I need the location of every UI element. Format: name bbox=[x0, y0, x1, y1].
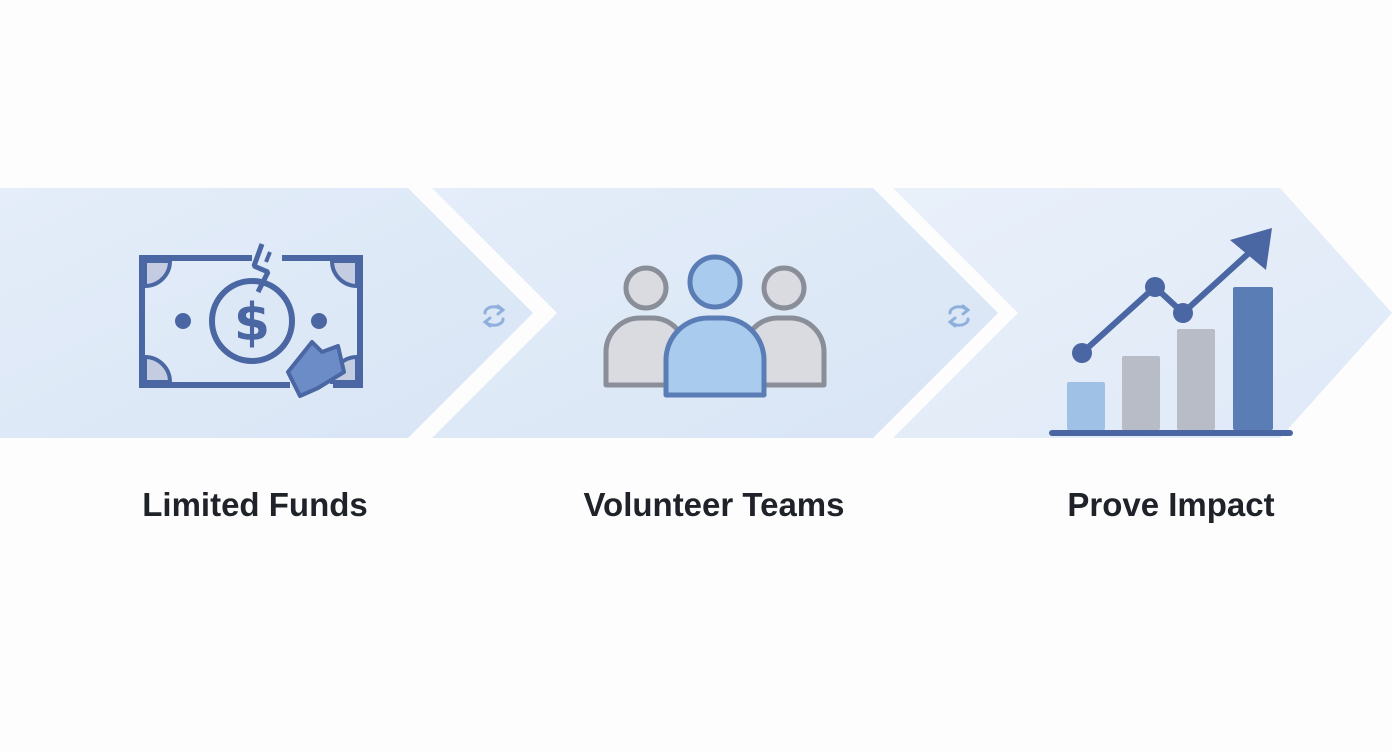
growth-chart-icon bbox=[1049, 228, 1293, 436]
recycle-arrows-icon bbox=[947, 304, 971, 328]
step-chevron-2 bbox=[432, 188, 998, 438]
people-group-icon bbox=[603, 254, 827, 398]
step-label-volunteer-teams: Volunteer Teams bbox=[583, 486, 844, 523]
step-label-limited-funds: Limited Funds bbox=[142, 486, 368, 523]
svg-text:$: $ bbox=[234, 293, 270, 353]
broken-dollar-bill-icon: $ bbox=[139, 243, 363, 398]
step-label-prove-impact: Prove Impact bbox=[1067, 486, 1274, 523]
recycle-arrows-icon bbox=[482, 304, 506, 328]
